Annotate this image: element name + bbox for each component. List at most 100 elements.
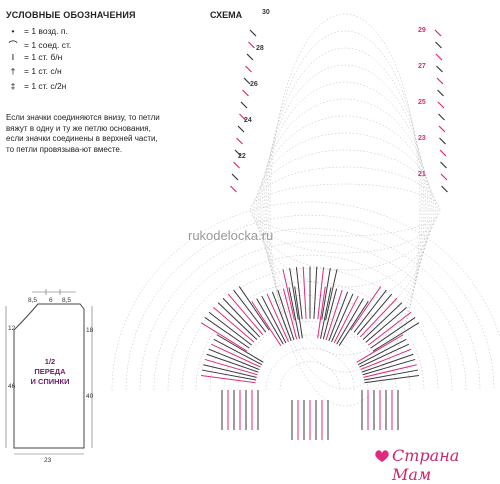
yoke-arc: [265, 47, 425, 373]
stitch-fan: [222, 297, 261, 338]
stitch-mark: [436, 77, 444, 85]
yoke-arc: [251, 166, 439, 254]
stitch-mark: [438, 113, 445, 121]
stitch-mark: [234, 149, 242, 157]
stitch-fan: [357, 338, 407, 366]
stitch-mark: [440, 161, 447, 169]
yoke-arc: [257, 115, 433, 305]
brand-logo: Страна Мам: [392, 446, 460, 484]
stitch-fan: [295, 267, 303, 320]
stitch-fan: [277, 289, 295, 341]
dim-left-main: 46: [8, 383, 16, 390]
stitch-fan: [333, 295, 359, 344]
stitch-mark: [436, 65, 443, 73]
legend-note: Если значки соединяются внизу, то петли …: [6, 113, 160, 154]
stitch-fan: [370, 316, 416, 349]
legend-item-slip: ⌒ = 1 соед. ст.: [6, 39, 72, 51]
stitch-fan: [356, 293, 393, 335]
stitch-mark: [439, 149, 447, 157]
stitch-mark: [243, 77, 251, 85]
stitch-fan: [256, 298, 284, 345]
stitch-fan: [217, 302, 258, 340]
stitch-fan: [213, 338, 263, 366]
round-arc: [195, 281, 425, 391]
stitch-fan: [200, 322, 248, 352]
stitch-mark: [233, 161, 240, 169]
dim-top-right: 8,5: [62, 297, 71, 304]
stitch-fan: [233, 289, 267, 333]
pattern-label-2: ПЕРЕДА: [34, 367, 66, 376]
stitch-mark: [441, 185, 448, 193]
stitch-fan: [251, 301, 282, 346]
legend-label: = 1 возд. п.: [24, 26, 68, 36]
stitch-fan: [325, 289, 343, 341]
stitch-mark: [242, 89, 249, 97]
stitch-fan: [227, 293, 264, 335]
round-arc: [167, 254, 453, 391]
round-arc: [279, 361, 341, 391]
stitch-fan: [363, 369, 419, 381]
stitch-mark: [439, 137, 446, 145]
legend-item-chain: • = 1 возд. п.: [6, 26, 68, 36]
legend-label: = 1 ст. с/2н: [24, 81, 67, 91]
stitch-mark: [438, 125, 446, 133]
pattern-label-3: И СПИНКИ: [30, 377, 69, 386]
garment-pattern: 8,5 6 8,5 12 46 18 40 23 1/2 ПЕРЕДА И СП…: [5, 289, 94, 464]
stitch-mark: [239, 113, 246, 121]
stitch-fan: [201, 369, 257, 381]
stitch-mark: [230, 185, 237, 193]
stitch-fan: [282, 269, 295, 321]
row-number: 29: [418, 27, 426, 34]
legend-title: УСЛОВНЫЕ ОБОЗНАЧЕНИЯ: [6, 10, 136, 20]
crochet-chart: [111, 13, 500, 440]
stitch-mark: [437, 101, 445, 109]
round-arc: [265, 347, 355, 391]
stitch-fan: [261, 295, 287, 344]
chain-stitch-icon: •: [11, 26, 15, 36]
stitch-fan: [362, 302, 403, 340]
pattern-label-1: 1/2: [45, 357, 55, 366]
stitch-mark: [240, 101, 248, 109]
treble-crochet-icon: ‡: [10, 81, 16, 91]
round-arc: [125, 214, 495, 391]
yoke-arc: [259, 98, 431, 322]
round-arc: [111, 201, 500, 391]
stitch-fan: [288, 287, 300, 339]
dim-top-mid: 6: [49, 297, 53, 304]
stitch-fan: [356, 334, 404, 363]
stitch-fan: [364, 374, 419, 384]
round-arc: [139, 228, 481, 391]
row-number: 22: [238, 153, 246, 160]
round-arc: [251, 334, 369, 391]
stitch-fan: [271, 291, 292, 342]
row-number: 21: [418, 171, 426, 178]
stitch-mark: [246, 53, 254, 61]
double-crochet-icon: †: [10, 66, 16, 76]
round-arc: [237, 321, 383, 391]
stitch-fan: [317, 286, 326, 339]
stitch-fan: [313, 266, 318, 319]
stitch-fan: [204, 358, 258, 376]
stitch-fan: [203, 364, 257, 378]
stitch-fan: [289, 267, 299, 320]
stitch-fan: [321, 267, 331, 320]
row-number: 24: [244, 117, 252, 124]
stitch-fan: [331, 293, 354, 343]
stitch-fan: [266, 293, 289, 343]
legend-label: = 1 соед. ст.: [24, 40, 72, 50]
stitch-mark: [440, 173, 448, 181]
yoke-arc: [261, 81, 429, 339]
legend-item-sc: ǀ = 1 ст. б/н: [6, 52, 62, 62]
round-arc: [153, 241, 467, 391]
stitch-fan: [361, 353, 414, 373]
stitch-fan: [208, 311, 253, 346]
stitch-fan: [325, 269, 338, 321]
heart-icon: [375, 450, 389, 462]
stitch-fan: [282, 288, 298, 340]
stitch-fan: [372, 322, 420, 352]
stitch-fan: [210, 343, 261, 368]
yoke-arc: [249, 183, 441, 237]
dim-right-main: 40: [86, 393, 94, 400]
yoke-arc: [253, 149, 437, 271]
